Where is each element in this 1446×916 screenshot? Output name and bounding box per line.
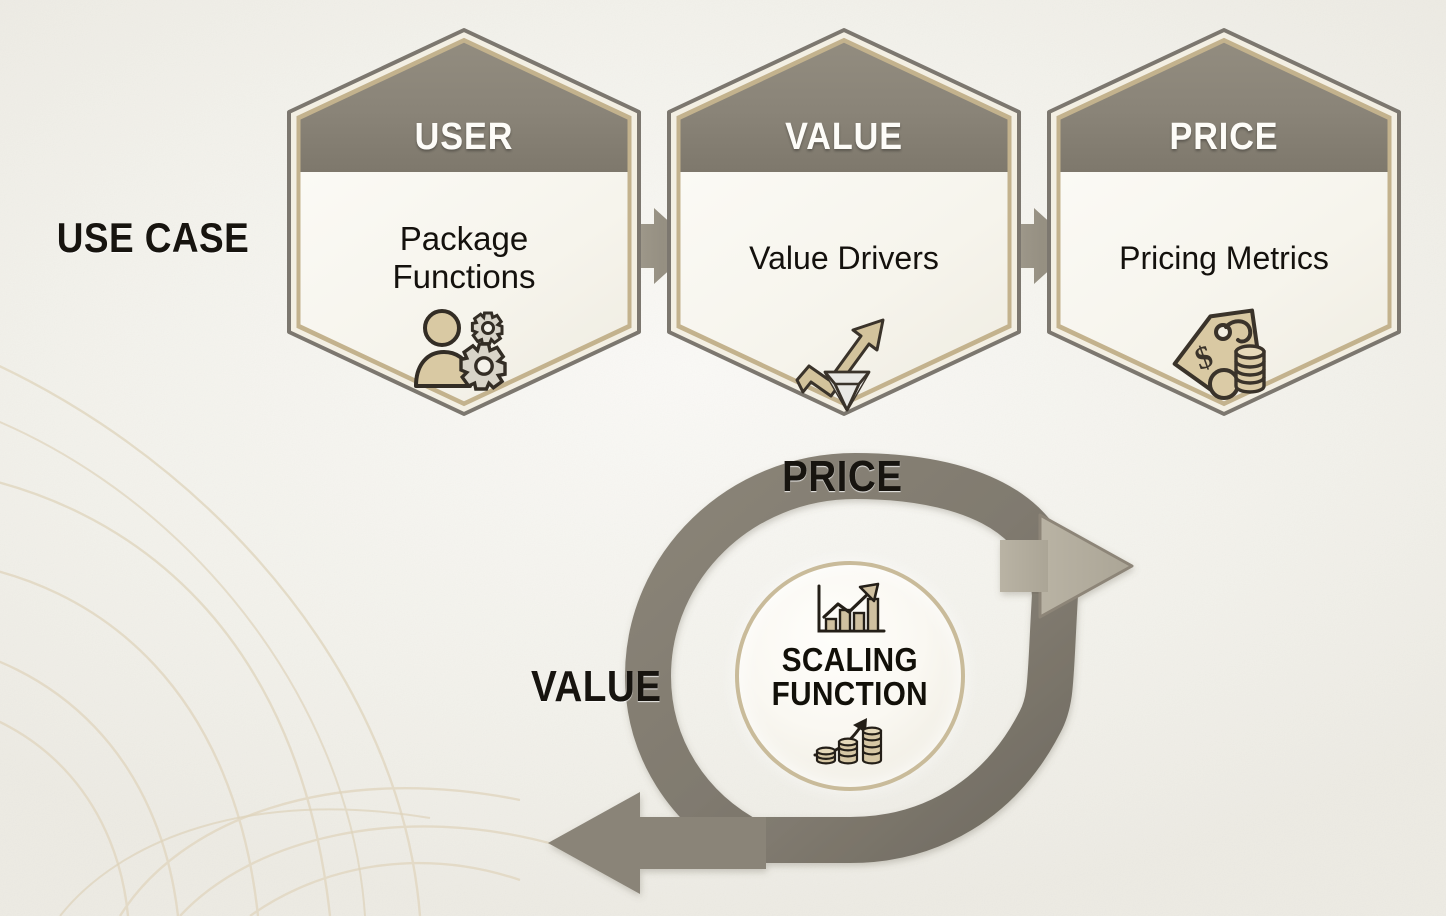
- value-flow-label: VALUE: [531, 662, 662, 711]
- price-flow-label: PRICE: [782, 452, 903, 501]
- use-case-row-label: USE CASE: [56, 214, 250, 261]
- scaling-function-node[interactable]: SCALING FUNCTION: [735, 561, 965, 791]
- stage-card-price[interactable]: PRICE Pricing Metrics $: [1047, 28, 1401, 416]
- scaling-function-circle-face: [735, 561, 965, 791]
